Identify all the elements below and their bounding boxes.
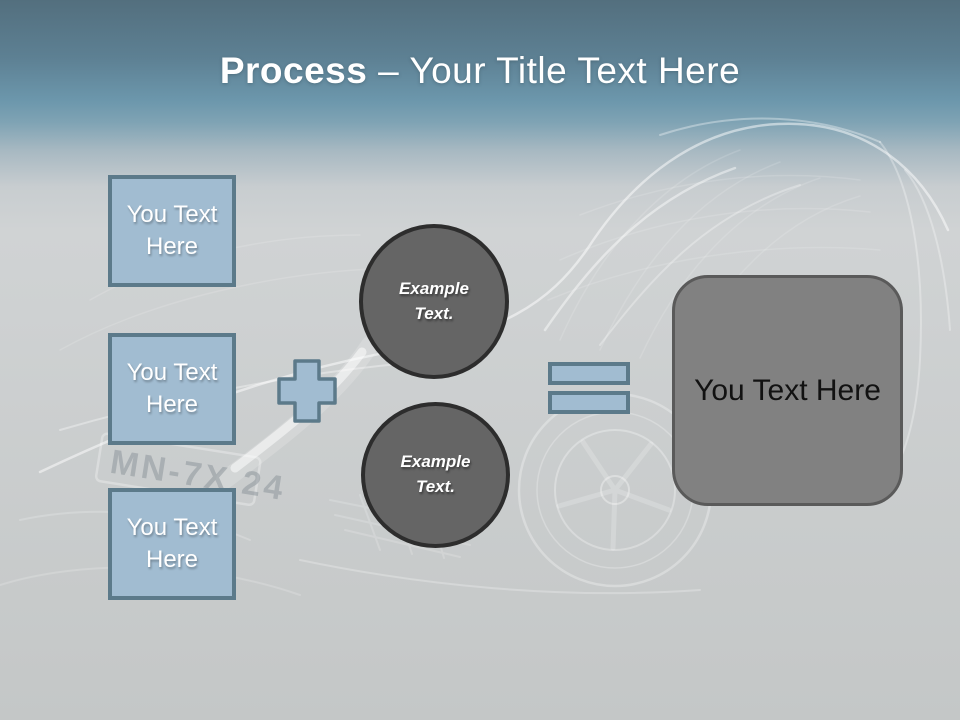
input-box-2[interactable]: You Text Here	[108, 333, 236, 445]
input-box-3[interactable]: You Text Here	[108, 488, 236, 600]
equals-bar-bottom	[548, 391, 630, 414]
equals-icon	[548, 362, 630, 414]
plus-icon	[277, 359, 337, 423]
example-circle-1-label: Example Text.	[399, 278, 469, 323]
input-box-2-label: You Text Here	[126, 359, 218, 418]
example-circle-2-label: Example Text.	[400, 452, 471, 496]
input-box-1[interactable]: You Text Here	[108, 175, 236, 287]
input-box-3-label: You Text Here	[126, 514, 218, 573]
title-subtitle: – Your Title Text Here	[367, 50, 741, 91]
slide-title: Process – Your Title Text Here	[0, 50, 960, 92]
result-box-label: You Text Here	[694, 373, 881, 407]
title-keyword: Process	[219, 50, 368, 91]
example-circle-2[interactable]: Example Text.	[361, 402, 510, 548]
result-box[interactable]: You Text Here	[672, 275, 903, 506]
example-circle-1[interactable]: Example Text.	[359, 224, 509, 379]
input-box-1-label: You Text Here	[126, 201, 218, 260]
equals-bar-top	[548, 362, 630, 385]
